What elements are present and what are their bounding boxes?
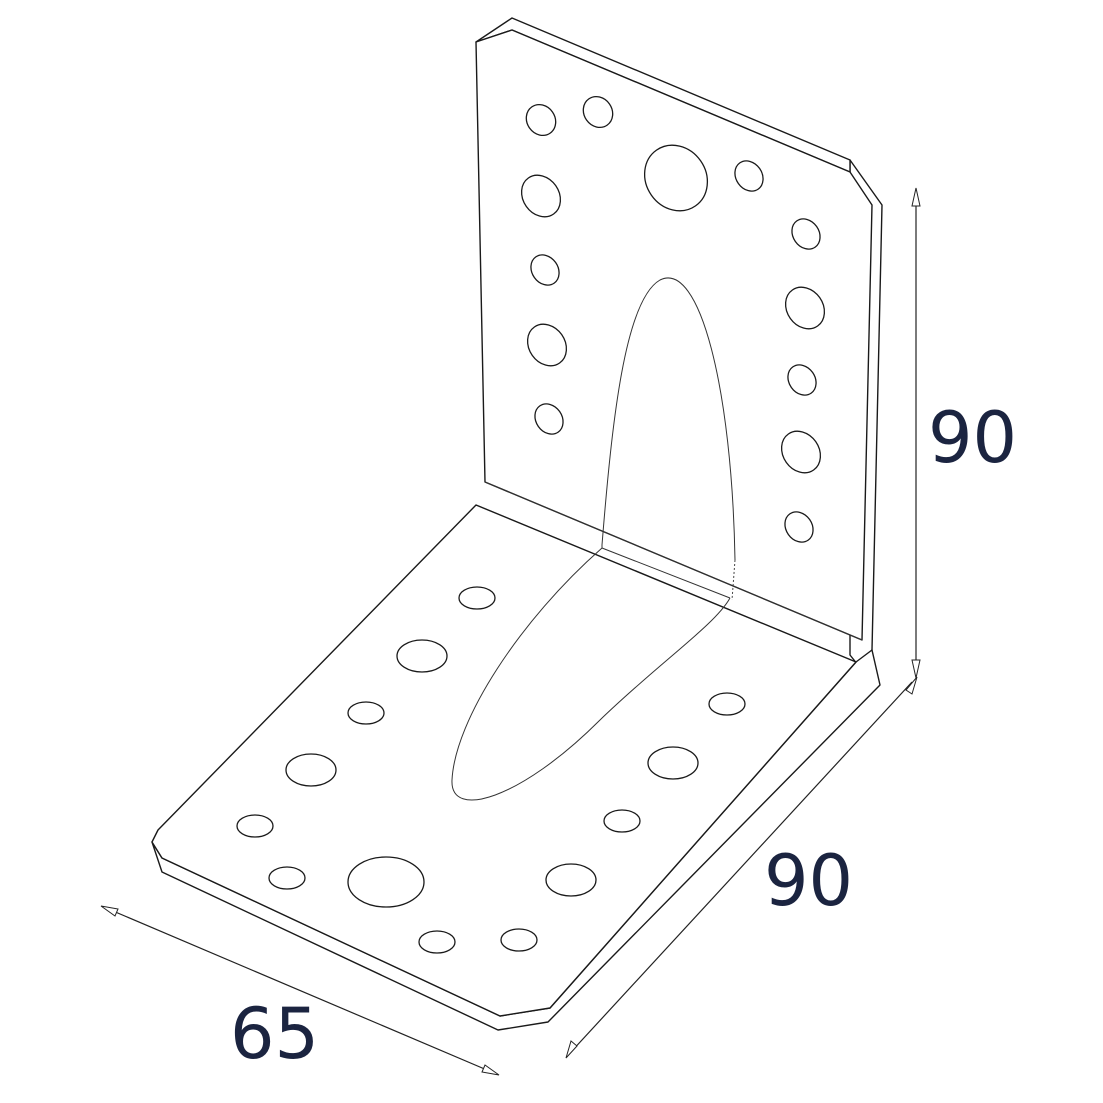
width-arrow-right	[481, 1064, 500, 1076]
height-arrow-top	[911, 187, 921, 207]
hole	[458, 586, 496, 610]
depth-dimension-line	[569, 681, 913, 1054]
hole	[347, 701, 385, 725]
depth-arrow-bottom	[565, 1040, 578, 1059]
depth-arrow-top	[905, 676, 918, 695]
hole	[418, 930, 456, 954]
height-arrow-bottom	[911, 659, 921, 679]
hole	[396, 639, 448, 673]
vertical-rib-hidden	[731, 559, 736, 601]
hole	[268, 866, 306, 890]
hole	[708, 692, 746, 716]
depth-label: 90	[764, 840, 853, 922]
vertical-plate	[475, 17, 883, 666]
hole	[520, 174, 562, 218]
hole	[530, 254, 560, 286]
hole	[603, 809, 641, 833]
hole	[780, 430, 822, 474]
vertical-rib-outline	[601, 277, 736, 561]
height-label: 90	[928, 397, 1017, 479]
base-rib-outline	[451, 547, 731, 801]
hole	[545, 863, 597, 897]
hole	[534, 403, 564, 435]
width-arrow-left	[100, 905, 119, 917]
hole	[784, 511, 814, 543]
hole	[784, 286, 826, 330]
height-dimension: 90	[911, 187, 1017, 679]
hole	[787, 364, 817, 396]
hole	[734, 160, 764, 192]
width-dimension: 65	[100, 905, 500, 1076]
hole	[582, 95, 614, 129]
large-hole	[643, 144, 709, 212]
base-plate-holes	[236, 586, 746, 954]
vertical-plate-holes	[520, 95, 826, 543]
width-dimension-line	[105, 907, 495, 1074]
hole	[236, 814, 274, 838]
width-label: 65	[230, 993, 319, 1075]
hole	[500, 928, 538, 952]
hole	[526, 323, 568, 367]
base-plate-face	[151, 504, 857, 1017]
bend-line-upper	[484, 481, 863, 641]
hole	[647, 746, 699, 780]
large-hole	[347, 856, 425, 908]
hole	[791, 218, 821, 250]
hole	[285, 753, 337, 787]
depth-dimension: 90	[565, 676, 918, 1059]
hole	[525, 103, 557, 137]
base-plate	[151, 504, 881, 1031]
